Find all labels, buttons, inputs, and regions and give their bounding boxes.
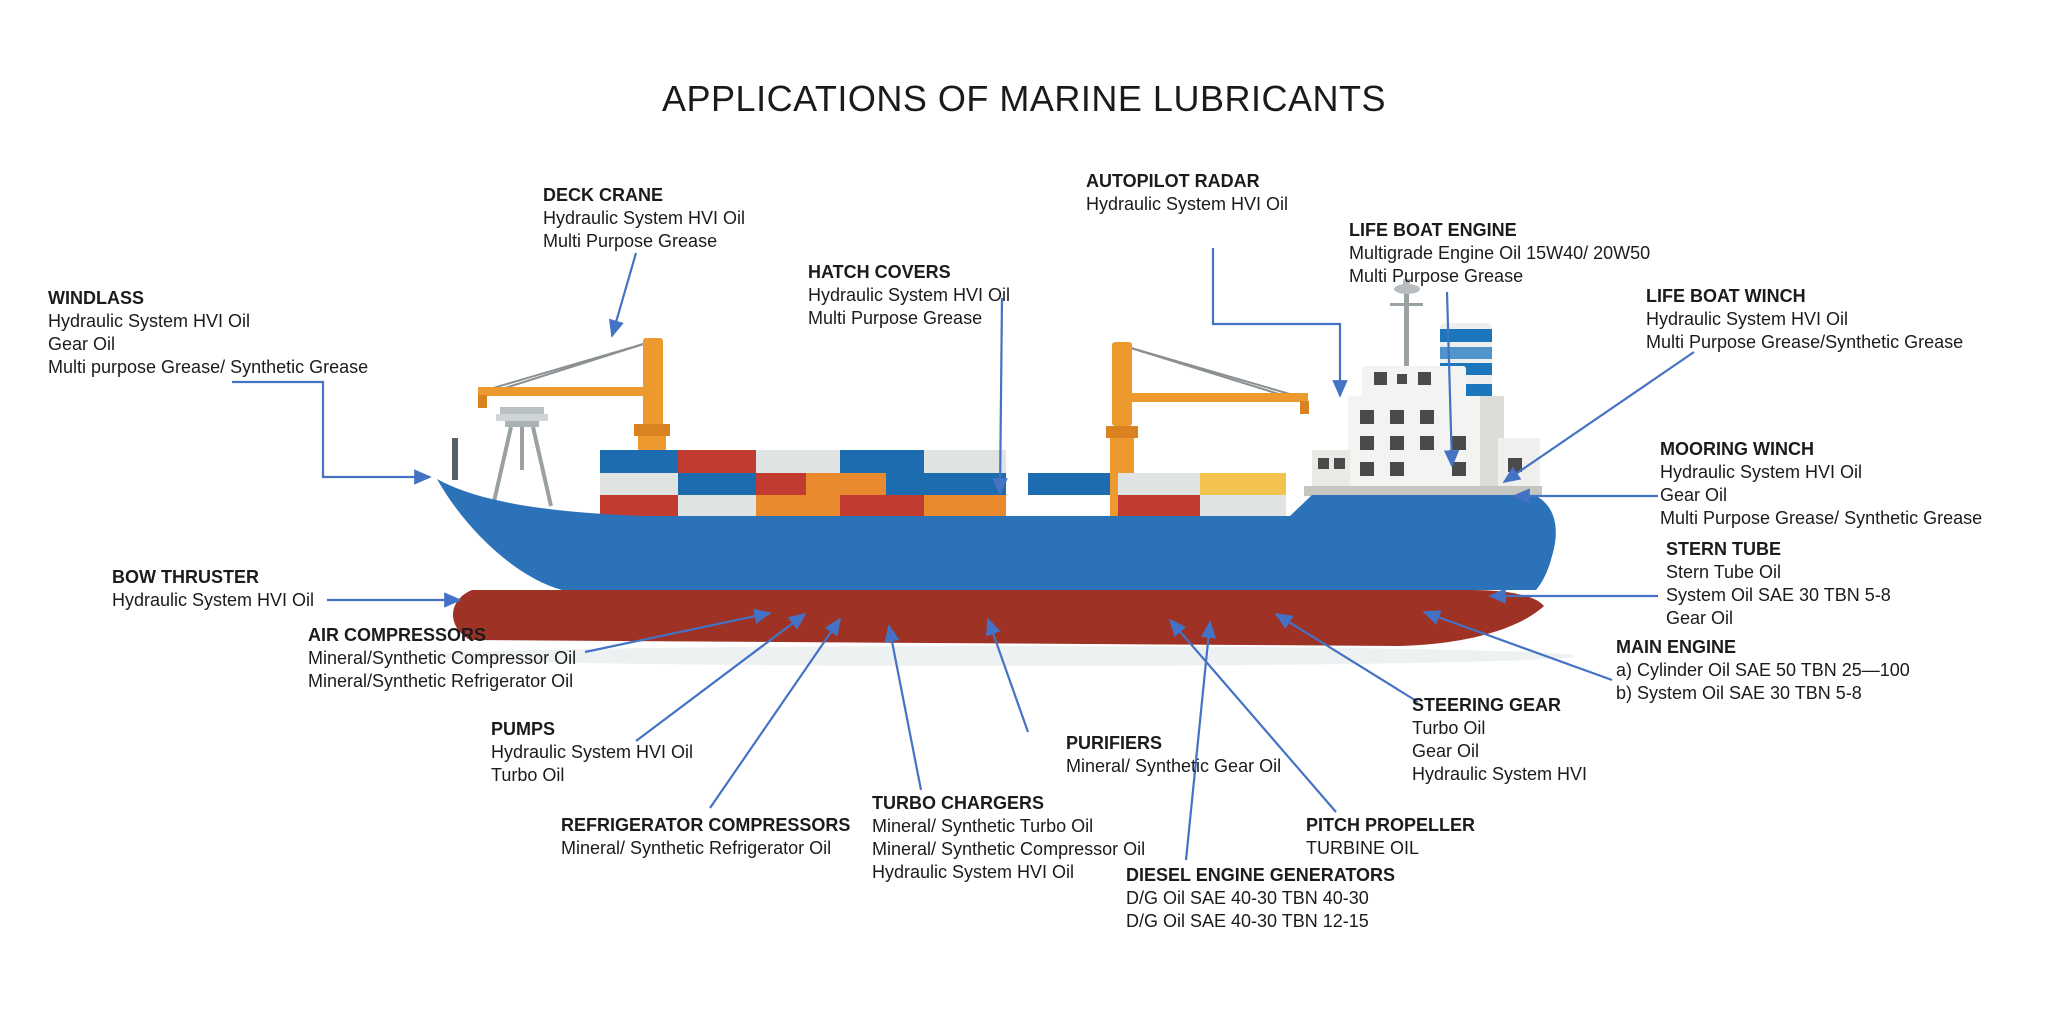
- cargo-containers: [600, 450, 1286, 516]
- callout-mooring-winch: MOORING WINCH Hydraulic System HVI Oil G…: [1660, 438, 1982, 530]
- callout-line: Hydraulic System HVI Oil: [1086, 194, 1289, 214]
- callout-heading: MOORING WINCH: [1660, 439, 1814, 459]
- callout-line: TURBINE OIL: [1306, 838, 1420, 858]
- callout-heading: AUTOPILOT RADAR: [1086, 171, 1260, 191]
- callout-heading: TURBO CHARGERS: [872, 793, 1045, 813]
- callout-line: Mineral/Synthetic Compressor Oil: [308, 648, 577, 668]
- callout-heading: DIESEL ENGINE GENERATORS: [1126, 865, 1396, 885]
- callout-line: Multi purpose Grease/ Synthetic Grease: [48, 357, 369, 377]
- callout-heading: PITCH PROPELLER: [1306, 815, 1476, 835]
- arrow-refrigerator-compressors: [709, 617, 841, 809]
- callout-bow-thruster: BOW THRUSTER Hydraulic System HVI Oil: [112, 566, 314, 612]
- callout-line: Gear Oil: [1660, 485, 1728, 505]
- callout-pumps: PUMPS Hydraulic System HVI Oil Turbo Oil: [491, 718, 693, 787]
- callout-heading: STERN TUBE: [1666, 539, 1782, 559]
- callout-line: Multi Purpose Grease: [1349, 266, 1524, 286]
- callout-line: Gear Oil: [1412, 741, 1480, 761]
- callout-purifiers: PURIFIERS Mineral/ Synthetic Gear Oil: [1066, 732, 1281, 778]
- callout-line: Mineral/ Synthetic Refrigerator Oil: [561, 838, 832, 858]
- callout-life-boat-engine: LIFE BOAT ENGINE Multigrade Engine Oil 1…: [1349, 219, 1650, 288]
- callout-main-engine: MAIN ENGINE a) Cylinder Oil SAE 50 TBN 2…: [1616, 636, 1910, 705]
- callout-heading: DECK CRANE: [543, 185, 664, 205]
- callout-heading: HATCH COVERS: [808, 262, 951, 282]
- callout-line: Hydraulic System HVI Oil: [1646, 309, 1849, 329]
- callout-pitch-propeller: PITCH PROPELLER TURBINE OIL: [1306, 814, 1475, 860]
- superstructure: [1304, 366, 1542, 496]
- callout-line: Mineral/ Synthetic Turbo Oil: [872, 816, 1094, 836]
- callout-heading: PURIFIERS: [1066, 733, 1163, 753]
- callout-arrows: [232, 248, 1695, 861]
- arrow-steering-gear: [1274, 613, 1419, 703]
- arrow-turbo-chargers: [884, 624, 923, 791]
- callout-stern-tube: STERN TUBE Stern Tube Oil System Oil SAE…: [1666, 538, 1891, 630]
- callout-windlass: WINDLASS Hydraulic System HVI Oil Gear O…: [48, 287, 368, 379]
- callout-turbo-chargers: TURBO CHARGERS Mineral/ Synthetic Turbo …: [872, 792, 1145, 884]
- callout-heading: REFRIGERATOR COMPRESSORS: [561, 815, 851, 835]
- callout-line: Multi Purpose Grease/ Synthetic Grease: [1660, 508, 1983, 528]
- arrow-purifiers: [986, 617, 1030, 733]
- arrow-windlass: [232, 380, 432, 485]
- callout-heading: WINDLASS: [48, 288, 144, 308]
- callout-air-compressors: AIR COMPRESSORS Mineral/Synthetic Compre…: [308, 624, 576, 693]
- arrow-life-boat-engine: [1443, 291, 1460, 468]
- callout-line: Turbo Oil: [1412, 718, 1486, 738]
- callout-line: Hydraulic System HVI Oil: [48, 311, 251, 331]
- callout-diesel-engine-generators: DIESEL ENGINE GENERATORS D/G Oil SAE 40-…: [1126, 864, 1395, 933]
- callout-line: Turbo Oil: [491, 765, 565, 785]
- callout-line: b) System Oil SAE 30 TBN 5-8: [1616, 683, 1862, 703]
- arrow-main-engine: [1422, 610, 1613, 682]
- arrow-pumps: [635, 612, 807, 742]
- callout-line: Stern Tube Oil: [1666, 562, 1782, 582]
- callout-line: Hydraulic System HVI Oil: [1660, 462, 1863, 482]
- callout-line: Hydraulic System HVI Oil: [872, 862, 1075, 882]
- callout-line: Gear Oil: [1666, 608, 1734, 628]
- arrow-life-boat-winch: [1502, 351, 1695, 483]
- ship-hull: [437, 479, 1556, 590]
- callout-line: D/G Oil SAE 40-30 TBN 12-15: [1126, 911, 1369, 931]
- arrow-diesel-engine-generators: [1184, 620, 1217, 861]
- callout-life-boat-winch: LIFE BOAT WINCH Hydraulic System HVI Oil…: [1646, 285, 1963, 354]
- arrow-air-compressors: [584, 608, 772, 654]
- callout-heading: AIR COMPRESSORS: [308, 625, 487, 645]
- callout-heading: MAIN ENGINE: [1616, 637, 1737, 657]
- arrow-deck-crane: [609, 252, 638, 338]
- callout-hatch-covers: HATCH COVERS Hydraulic System HVI Oil Mu…: [808, 261, 1010, 330]
- callout-line: a) Cylinder Oil SAE 50 TBN 25—100: [1616, 660, 1910, 680]
- arrow-pitch-propeller: [1168, 618, 1337, 813]
- callout-line: Mineral/Synthetic Refrigerator Oil: [308, 671, 574, 691]
- callout-line: D/G Oil SAE 40-30 TBN 40-30: [1126, 888, 1369, 908]
- radar-mast: [1390, 279, 1423, 368]
- page-title: APPLICATIONS OF MARINE LUBRICANTS: [662, 78, 1386, 119]
- callout-heading: PUMPS: [491, 719, 556, 739]
- callout-line: Hydraulic System HVI Oil: [491, 742, 694, 762]
- callout-line: Multi Purpose Grease: [543, 231, 718, 251]
- callout-autopilot-radar: AUTOPILOT RADAR Hydraulic System HVI Oil: [1086, 170, 1288, 216]
- callout-deck-crane: DECK CRANE Hydraulic System HVI Oil Mult…: [543, 184, 745, 253]
- callout-refrigerator-compressors: REFRIGERATOR COMPRESSORS Mineral/ Synthe…: [561, 814, 850, 860]
- callout-line: Multigrade Engine Oil 15W40/ 20W50: [1349, 243, 1651, 263]
- callout-line: Multi Purpose Grease/Synthetic Grease: [1646, 332, 1964, 352]
- callout-line: Multi Purpose Grease: [808, 308, 983, 328]
- ship-hull-bottom: [452, 590, 1545, 646]
- callout-heading: LIFE BOAT WINCH: [1646, 286, 1806, 306]
- callout-line: Mineral/ Synthetic Gear Oil: [1066, 756, 1282, 776]
- callout-line: Hydraulic System HVI Oil: [112, 590, 315, 610]
- bow-mast: [452, 407, 553, 507]
- arrow-hatch-covers: [992, 297, 1008, 496]
- callout-steering-gear: STEERING GEAR Turbo Oil Gear Oil Hydraul…: [1412, 694, 1587, 786]
- callout-heading: BOW THRUSTER: [112, 567, 259, 587]
- callout-line: Hydraulic System HVI Oil: [543, 208, 746, 228]
- callout-line: System Oil SAE 30 TBN 5-8: [1666, 585, 1891, 605]
- arrow-autopilot-radar: [1211, 248, 1348, 398]
- aft-deck-band: [1304, 486, 1542, 496]
- callout-heading: LIFE BOAT ENGINE: [1349, 220, 1517, 240]
- callout-line: Hydraulic System HVI Oil: [808, 285, 1011, 305]
- callout-line: Hydraulic System HVI: [1412, 764, 1588, 784]
- callout-heading: STEERING GEAR: [1412, 695, 1562, 715]
- callout-line: Gear Oil: [48, 334, 116, 354]
- callout-line: Mineral/ Synthetic Compressor Oil: [872, 839, 1146, 859]
